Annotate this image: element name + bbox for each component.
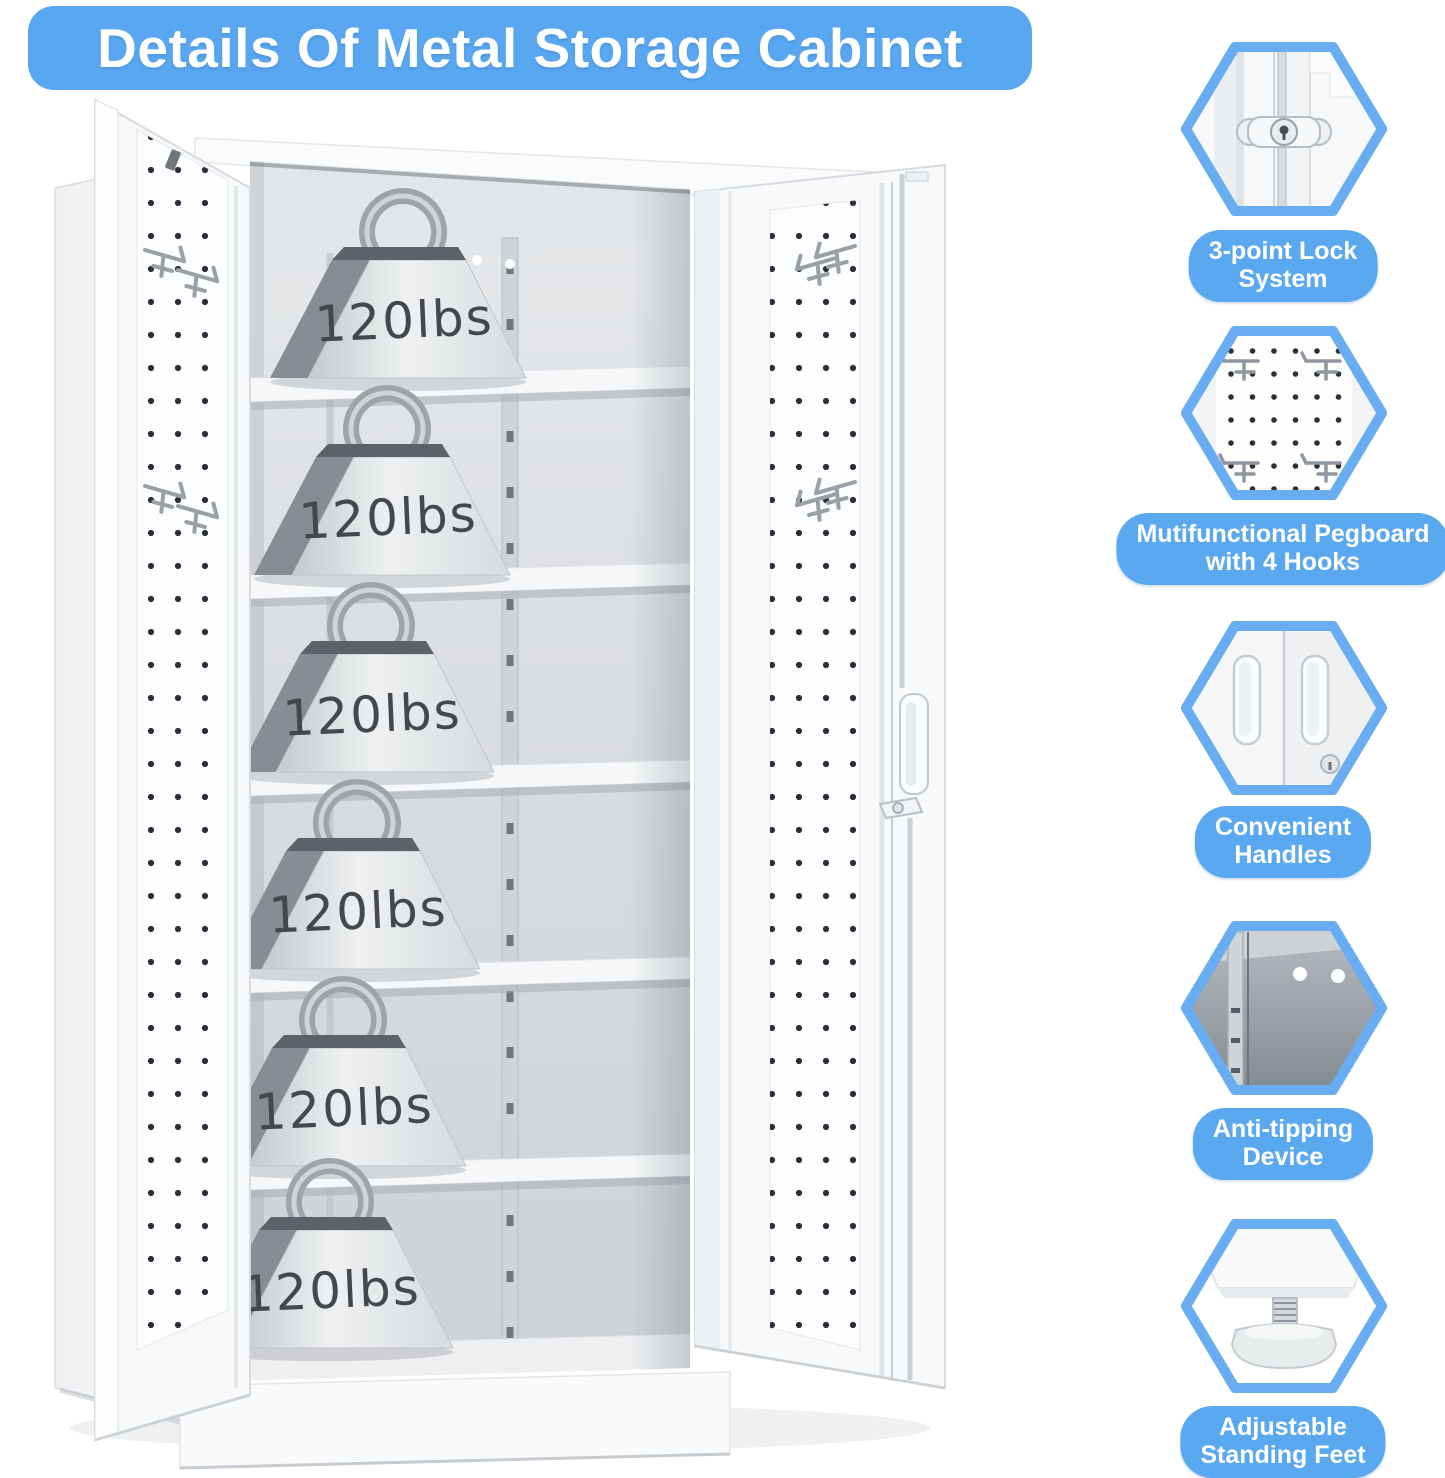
weight-label: 120lbs bbox=[281, 682, 462, 748]
cabinet-interior: 120lbs 120lbs 120lbs 120lbs 120lbs 120lb… bbox=[240, 161, 690, 1380]
right-door-pegboard bbox=[769, 199, 861, 1351]
lock-lever bbox=[878, 796, 924, 820]
weight-label: 120lbs bbox=[253, 1076, 434, 1142]
feature-handles bbox=[1178, 612, 1390, 804]
feature-label-line: with 4 Hooks bbox=[1205, 548, 1361, 576]
page-title: Details Of Metal Storage Cabinet bbox=[28, 6, 1032, 90]
feature-pegboard bbox=[1178, 317, 1390, 509]
feature-anti-tipping bbox=[1178, 912, 1390, 1104]
standing-feet-icon bbox=[1181, 1219, 1387, 1393]
door-handle bbox=[899, 693, 929, 795]
anti-tipping-icon bbox=[1181, 921, 1387, 1095]
pegboard-hooks-icon bbox=[1181, 326, 1387, 500]
feature-label-standing-feet: Adjustable Standing Feet bbox=[1180, 1406, 1386, 1478]
anti-tip-hole bbox=[1293, 967, 1307, 981]
feature-label-line: Convenient bbox=[1214, 813, 1352, 841]
cabinet-illustration: 120lbs 120lbs 120lbs 120lbs 120lbs 120lb… bbox=[30, 88, 1130, 1470]
shelf-adjustment-rail bbox=[501, 237, 519, 1371]
feature-label-handles: Convenient Handles bbox=[1194, 806, 1372, 878]
feature-standing-feet bbox=[1178, 1210, 1390, 1402]
door-label bbox=[905, 171, 929, 182]
cabinet-svg: 120lbs 120lbs 120lbs 120lbs 120lbs 120lb… bbox=[54, 98, 946, 1470]
anti-tip-hole bbox=[505, 259, 515, 269]
weight-label: 120lbs bbox=[267, 879, 448, 945]
weight-label: 120lbs bbox=[313, 288, 494, 354]
left-door bbox=[94, 98, 251, 1442]
right-door bbox=[694, 163, 946, 1390]
feature-label-line: Standing Feet bbox=[1200, 1441, 1366, 1469]
weight-label: 120lbs bbox=[240, 1258, 421, 1324]
anti-tip-hole bbox=[1331, 969, 1345, 983]
feature-label-line: Anti-tipping bbox=[1212, 1115, 1354, 1143]
page-title-text: Details Of Metal Storage Cabinet bbox=[97, 17, 963, 79]
feature-label-line: Adjustable bbox=[1219, 1413, 1347, 1441]
feature-label-pegboard: Mutifunctional Pegboard with 4 Hooks bbox=[1116, 513, 1445, 585]
feature-label-line: Device bbox=[1242, 1143, 1324, 1171]
lock-rod bbox=[899, 174, 913, 1380]
base-plinth bbox=[179, 1371, 731, 1470]
feature-label-line: Handles bbox=[1234, 841, 1332, 869]
left-door-pegboard bbox=[136, 129, 229, 1351]
weight-label: 120lbs bbox=[297, 485, 478, 551]
anti-tip-hole bbox=[472, 255, 482, 265]
feature-label-line: Mutifunctional Pegboard bbox=[1136, 520, 1430, 548]
feature-lock-system bbox=[1178, 33, 1390, 225]
door-hinge bbox=[165, 149, 181, 171]
feature-label-anti-tipping: Anti-tipping Device bbox=[1192, 1108, 1374, 1180]
feature-label-lock-system: 3-point Lock System bbox=[1188, 230, 1378, 302]
3-point-lock-icon bbox=[1181, 42, 1387, 216]
feature-label-line: System bbox=[1238, 265, 1328, 293]
feature-label-line: 3-point Lock bbox=[1208, 237, 1358, 265]
door-handles-icon bbox=[1181, 621, 1387, 795]
